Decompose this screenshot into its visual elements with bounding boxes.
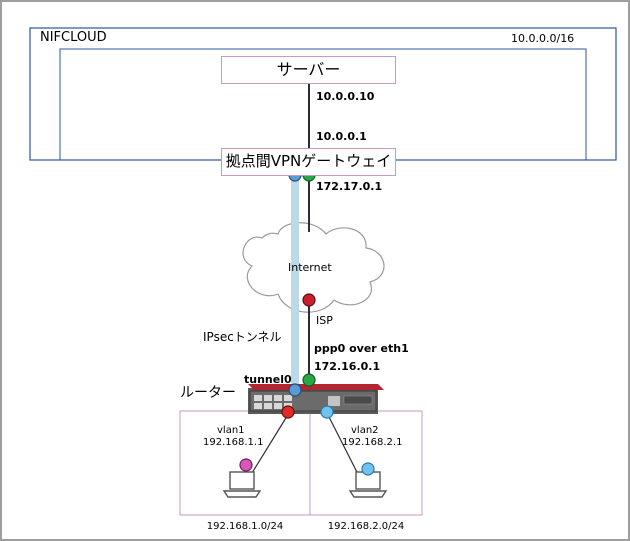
server-ip: 10.0.0.10 — [316, 90, 375, 103]
laptop-icon — [222, 471, 262, 498]
isp-node — [302, 293, 316, 307]
router-tunnel-node — [288, 383, 302, 397]
vlan2-label: vlan2 — [351, 425, 379, 436]
router-vlan2-node — [320, 405, 334, 419]
lan2-subnet: 192.168.2.0/24 — [327, 521, 405, 532]
pc1-node — [239, 458, 253, 472]
cloud-name: NIFCLOUD — [40, 30, 107, 45]
vlan1-label: vlan1 — [217, 425, 245, 436]
ipsec-tunnel — [291, 176, 299, 390]
gateway-label: 拠点間VPNゲートウェイ — [225, 152, 392, 170]
vpc-cidr: 10.0.0.0/16 — [511, 32, 575, 45]
router-vlan1-node — [281, 405, 295, 419]
gateway-inside-ip: 10.0.0.1 — [316, 130, 367, 143]
router-wan-if: ppp0 over eth1 — [314, 342, 409, 355]
router-wan-ip: 172.16.0.1 — [314, 360, 381, 373]
server-label: サーバー — [276, 60, 341, 79]
vpn-gateway-box — [221, 148, 396, 176]
isp-label: ISP — [316, 314, 333, 327]
vlan1-ip: 192.168.1.1 — [203, 437, 264, 448]
lan1-subnet: 192.168.1.0/24 — [206, 521, 284, 532]
router-wan-node — [302, 373, 316, 387]
laptop-icon — [348, 471, 388, 498]
gateway-public-ip: 172.17.0.1 — [316, 180, 383, 193]
pc2-node — [361, 462, 375, 476]
ipsec-tunnel-label: IPsecトンネル — [203, 330, 282, 344]
server-box — [221, 56, 396, 84]
tunnel-interface-label: tunnel0 — [244, 373, 292, 386]
router-device — [248, 384, 384, 414]
vlan2-ip: 192.168.2.1 — [342, 437, 403, 448]
router-label: ルーター — [180, 385, 236, 401]
internet-label: Internet — [288, 261, 332, 274]
